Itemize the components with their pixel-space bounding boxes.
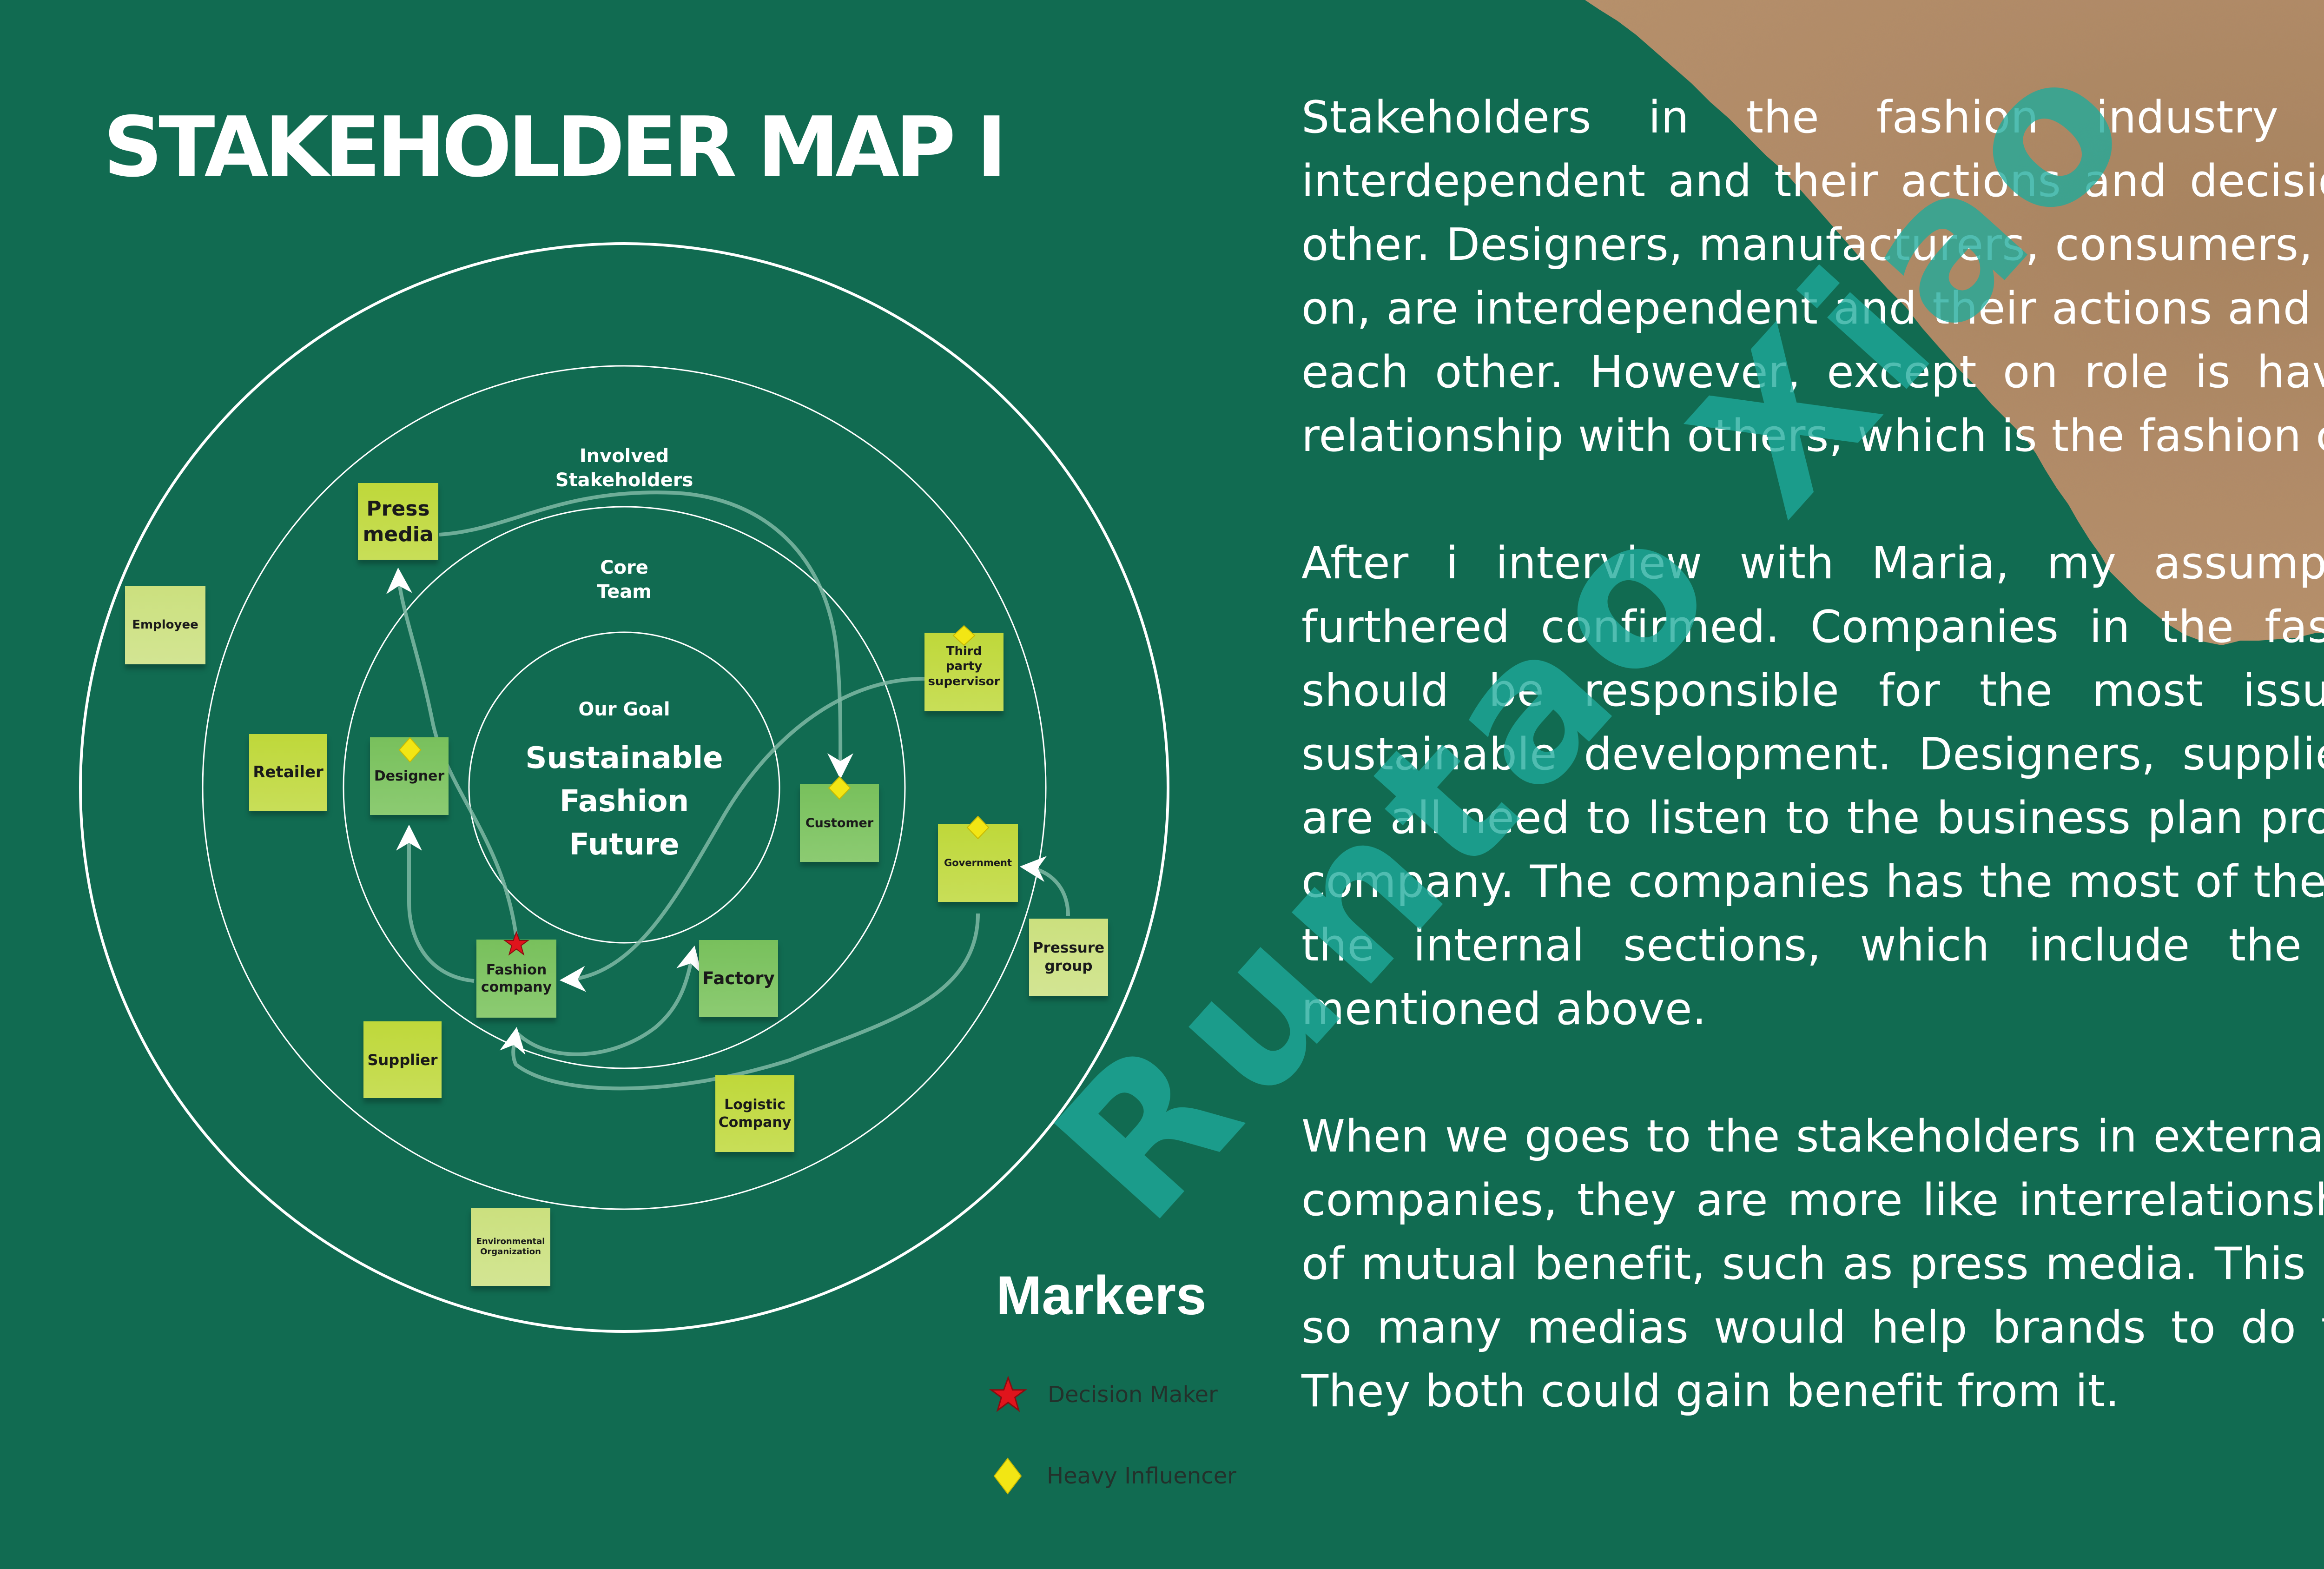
note-environmental-organization[interactable]: Environmental Organization xyxy=(471,1208,550,1286)
note-retailer[interactable]: Retailer xyxy=(249,734,327,811)
note-fashion-company[interactable]: Fashion company xyxy=(476,940,556,1018)
legend-label: Decision Maker xyxy=(1048,1382,1218,1408)
legend-decision-maker: Decision Maker xyxy=(989,1376,1218,1413)
note-logistic-company[interactable]: Logistic Company xyxy=(715,1075,794,1152)
markers-legend-title: Markers xyxy=(996,1265,1207,1326)
paragraph-1: Stakeholders in the fashion industry is … xyxy=(1301,92,2324,462)
note-employee[interactable]: Employee xyxy=(125,586,205,664)
arrow-thirdparty-to-fashion xyxy=(559,677,925,992)
heavy-influencer-icon xyxy=(828,776,851,800)
heavy-influencer-icon xyxy=(398,737,422,762)
page-title: STAKEHOLDER MAP I xyxy=(103,99,1007,195)
ring-involved xyxy=(202,365,1047,1210)
legend-heavy-influencer: Heavy Influencer xyxy=(993,1457,1236,1495)
arrow-fashion-to-designer xyxy=(396,824,475,983)
note-government[interactable]: Government xyxy=(938,824,1018,902)
ring-core xyxy=(343,506,906,1069)
arrow-pressure-to-government xyxy=(1019,856,1070,916)
ring-goal xyxy=(468,631,780,944)
note-pressure-group[interactable]: Pressure group xyxy=(1029,919,1108,996)
ring-label-our-goal: Our Goal xyxy=(578,699,670,720)
note-press-media[interactable]: Press media xyxy=(358,483,438,560)
goal-sustainable-fashion-future: Sustainable Fashion Future xyxy=(525,741,723,862)
heavy-influencer-icon xyxy=(966,816,990,839)
decision-maker-star-icon xyxy=(503,931,529,956)
body-text: Stakeholders in the fashion industry is … xyxy=(1301,86,2324,1423)
ring-label-core-team: Core Team xyxy=(597,557,652,602)
ring-outer xyxy=(79,242,1169,1333)
paragraph-2: After i interview with Maria, my assumpt… xyxy=(1301,538,2324,1035)
note-supplier[interactable]: Supplier xyxy=(363,1021,442,1098)
stakeholder-map-diagram xyxy=(79,242,1169,1333)
heavy-influencer-icon xyxy=(952,625,976,646)
ring-label-involved-stakeholders: Involved Stakeholders xyxy=(555,445,693,491)
arrow-fashion-to-press xyxy=(386,567,518,935)
paragraph-3: When we goes to the stakeholders in exte… xyxy=(1301,1111,2324,1417)
note-third-party-supervisor[interactable]: Third party supervisor xyxy=(924,633,1004,711)
legend-label: Heavy Influencer xyxy=(1047,1463,1236,1489)
yellow-diamond-icon xyxy=(993,1457,1022,1495)
arrow-fashion-to-factory xyxy=(515,946,702,1056)
note-factory[interactable]: Factory xyxy=(699,940,778,1017)
red-star-icon xyxy=(989,1376,1027,1412)
ring-circles xyxy=(79,242,1169,1333)
